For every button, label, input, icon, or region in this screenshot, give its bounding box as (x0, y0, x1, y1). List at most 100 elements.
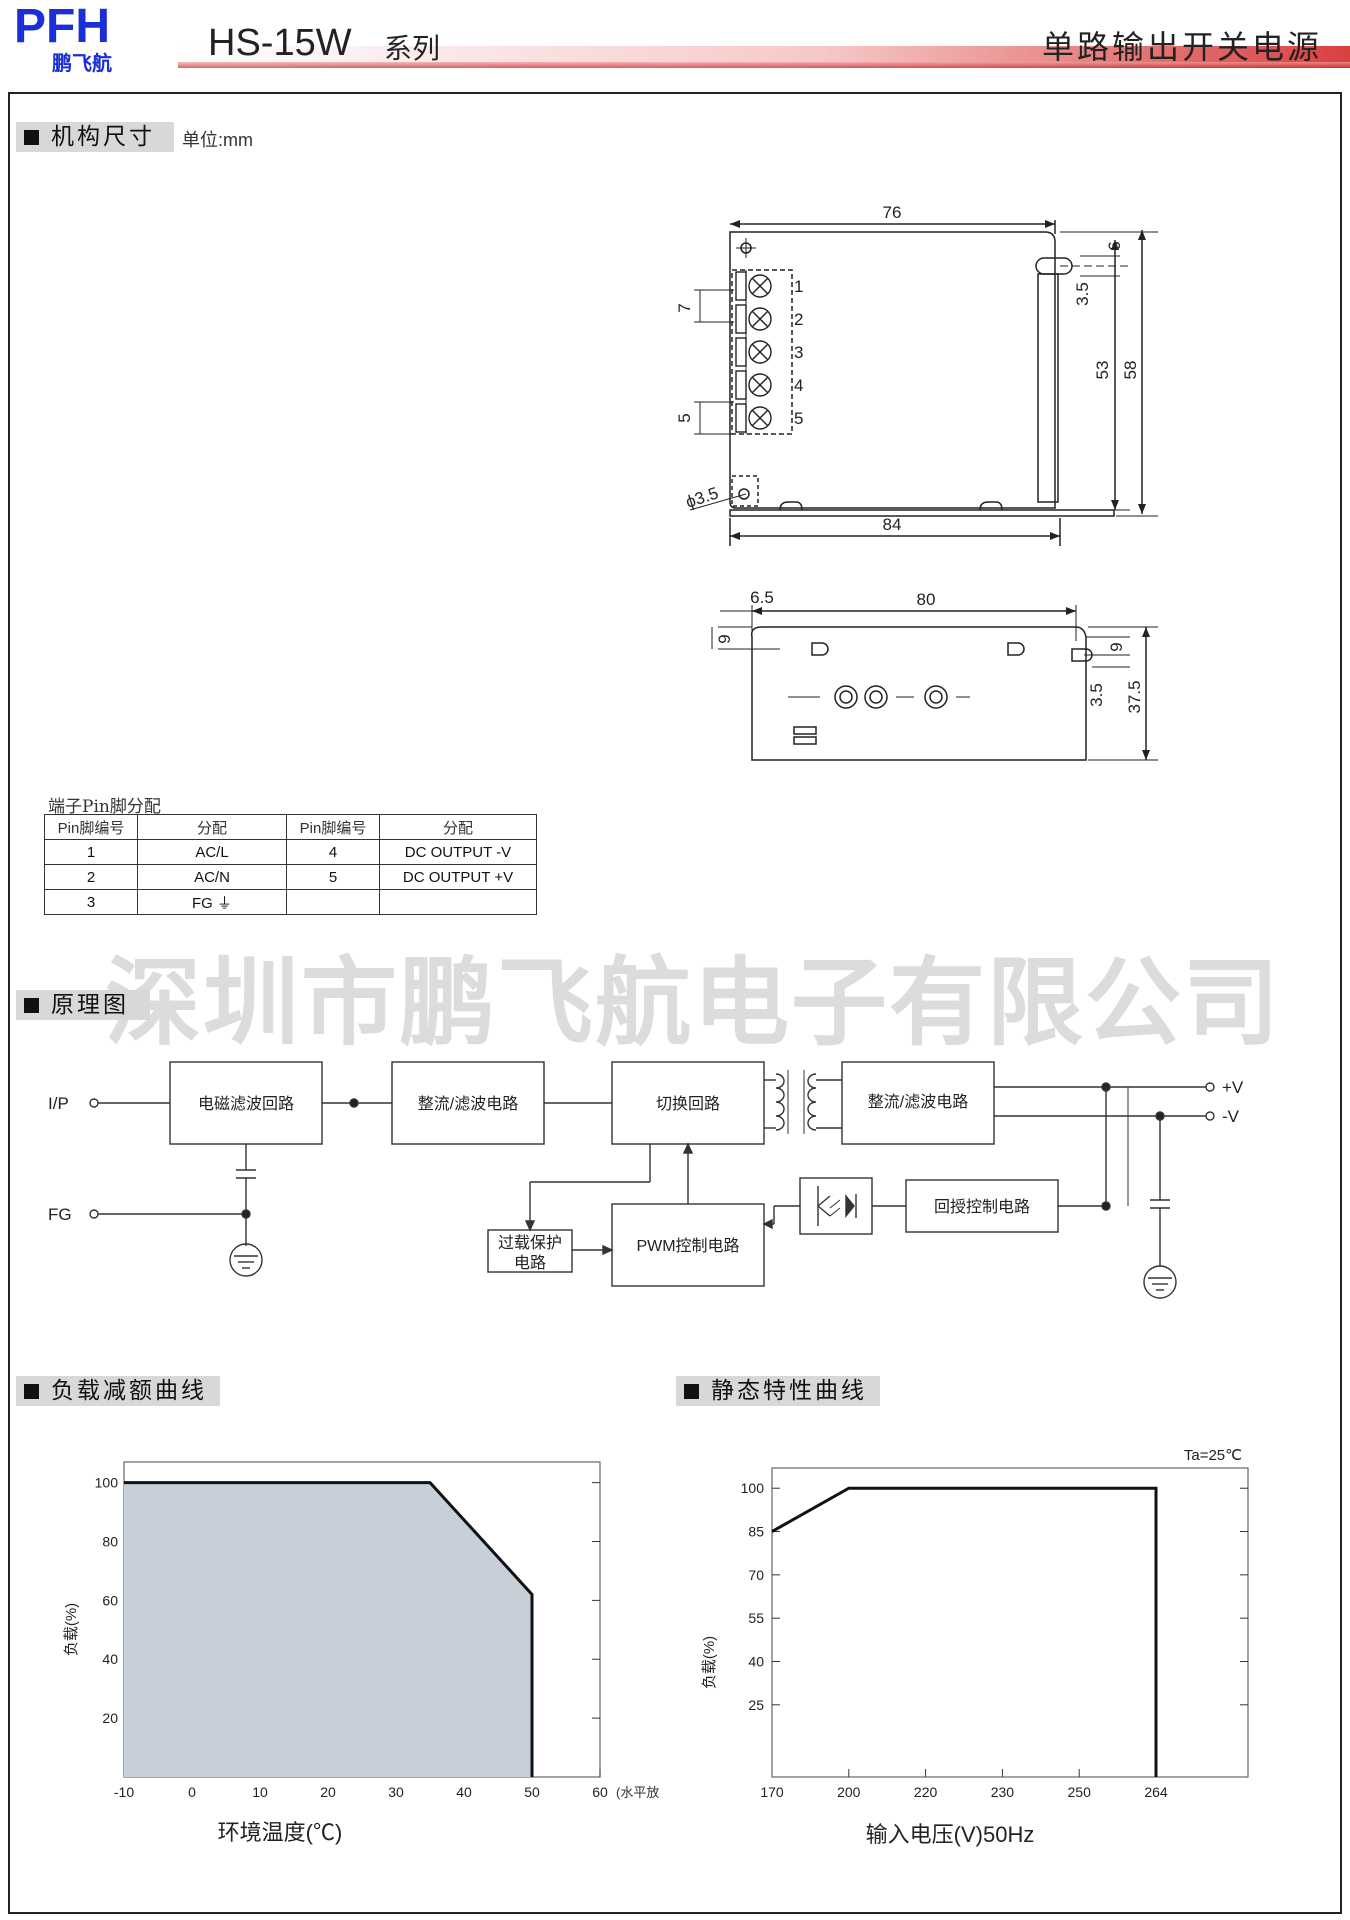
x-tick-label: 20 (320, 1784, 336, 1800)
table-cell: 3 (44, 889, 138, 915)
derating-line (124, 1481, 534, 1777)
pin-table-header: Pin脚编号 分配 Pin脚编号 分配 (44, 814, 537, 840)
fg-terminal-label: FG (48, 1205, 72, 1224)
x-tick-label: 220 (914, 1784, 938, 1800)
table-row: 2 AC/N 5 DC OUTPUT +V (44, 864, 537, 890)
top-view-drawing: 76 84 53 58 6 3.5 7 5 ϕ3.5 1 2 3 4 5 (675, 203, 1158, 546)
side-view-drawing: 6.5 80 9 9 3.5 37.5 (711, 588, 1158, 761)
company-watermark: 深圳市鹏飞航电子有限公司 (105, 946, 1281, 1059)
series-title: HS-15W (208, 22, 352, 64)
side-dim-80: 80 (917, 590, 936, 609)
pin-table-title: 端子Pin脚分配 (48, 797, 161, 817)
y-tick-label: 85 (748, 1524, 764, 1540)
ovp-label-line1: 过载保护 (498, 1234, 562, 1252)
optocoupler-block (799, 1177, 873, 1235)
y-axis-label: 负载(%) (701, 1636, 718, 1689)
y-tick-label: 40 (748, 1653, 764, 1669)
y-tick-label: 70 (748, 1567, 764, 1583)
block-diagram: I/P FG +V -V 电磁滤波回路 整流/滤波电路 切换回路 整流/滤波电路… (48, 1061, 1244, 1299)
static-line (771, 1486, 1158, 1777)
x-note: (水平放置) (616, 1785, 660, 1800)
switch-label: 切换回路 (656, 1095, 720, 1113)
pin-label-5: 5 (794, 409, 803, 428)
page-header: PFH 鹏飞航 HS-15W 系列 单路输出开关电源 (14, 0, 1350, 75)
table-cell: 5 (286, 864, 380, 890)
pin-label-4: 4 (794, 376, 803, 395)
x-tick-label: 200 (837, 1784, 861, 1800)
y-tick-label: 80 (102, 1533, 118, 1549)
y-tick-label: 20 (102, 1710, 118, 1726)
derating-chart: 20406080100-100102030405060(水平放置)负载(%)环境… (63, 1461, 660, 1845)
y-tick-label: 60 (102, 1592, 118, 1608)
table-cell: AC/N (137, 864, 287, 890)
y-tick-label: 100 (741, 1480, 765, 1496)
side-dim-37-5: 37.5 (1125, 680, 1144, 713)
pin-label-2: 2 (794, 310, 803, 329)
section-bullet-icon (24, 998, 39, 1013)
document-frame (8, 92, 1342, 1914)
side-dim-6-5: 6.5 (750, 588, 774, 607)
y-tick-label: 25 (748, 1697, 764, 1713)
x-tick-label: 170 (760, 1784, 784, 1800)
section-label-static: 静态特性曲线 (676, 1376, 880, 1406)
pin-label-1: 1 (794, 277, 803, 296)
unit-label: 单位:mm (182, 130, 253, 150)
side-dim-3-5: 3.5 (1087, 683, 1106, 707)
temperature-annotation: Ta=25℃ (1184, 1447, 1242, 1464)
x-tick-label: 10 (252, 1784, 268, 1800)
output-plus-label: +V (1222, 1078, 1244, 1097)
logo-text: PFH (14, 0, 110, 53)
section-label-dimensions: 机构尺寸 (16, 122, 174, 152)
dim-58: 58 (1121, 361, 1140, 380)
rectifier2-block (841, 1061, 995, 1145)
x-tick-label: 30 (388, 1784, 404, 1800)
table-cell: FG ⏚ (137, 889, 287, 915)
table-cell: DC OUTPUT +V (379, 864, 537, 890)
section-label-derating: 负载减额曲线 (16, 1376, 220, 1406)
section-bullet-icon (24, 1384, 39, 1399)
x-tick-label: 230 (991, 1784, 1015, 1800)
y-axis-label: 负载(%) (63, 1603, 80, 1656)
x-tick-label: -10 (114, 1784, 134, 1800)
feedback-label: 回授控制电路 (934, 1198, 1030, 1216)
pin-table-header-cell: 分配 (137, 814, 287, 840)
static-characteristic-chart: 25 40 55 70 85 100 170 200 220 230 250 264 Ta=25℃ 负载(… (701, 1447, 1249, 1847)
x-tick-label: 250 (1068, 1784, 1092, 1800)
table-cell (286, 889, 380, 915)
emi-filter-label: 电磁滤波回路 (198, 1095, 294, 1113)
y-tick-label: 40 (102, 1651, 118, 1667)
rectifier1-label: 整流/滤波电路 (418, 1095, 518, 1113)
x-axis-label: 输入电压(V)50Hz (866, 1822, 1035, 1847)
side-dim-9-left: 9 (715, 634, 734, 643)
pin-label-3: 3 (794, 343, 803, 362)
x-tick-label: 264 (1144, 1784, 1168, 1800)
side-dim-9-right: 9 (1107, 642, 1126, 651)
series-suffix: 系列 (384, 33, 440, 64)
table-cell (379, 889, 537, 915)
table-row: 3 FG ⏚ (44, 889, 537, 915)
pin-table-header-cell: Pin脚编号 (286, 814, 380, 840)
pin-table: Pin脚编号 分配 Pin脚编号 分配 1 AC/L 4 DC OUTPUT -… (44, 814, 537, 915)
x-tick-label: 0 (188, 1784, 196, 1800)
y-tick-label: 55 (748, 1610, 764, 1626)
dim-hole: ϕ3.5 (683, 483, 720, 511)
dim-pin-gap: 5 (675, 413, 694, 422)
table-cell: 1 (44, 839, 138, 865)
product-type: 单路输出开关电源 (1042, 29, 1322, 65)
rectifier2-label: 整流/滤波电路 (868, 1093, 968, 1111)
section-bullet-icon (684, 1384, 699, 1399)
pin-table-header-cell: Pin脚编号 (44, 814, 138, 840)
derating-area (124, 1482, 532, 1777)
plot-frame (771, 1467, 1249, 1778)
output-minus-label: -V (1222, 1107, 1240, 1126)
dim-84: 84 (883, 515, 902, 534)
dim-3-5: 3.5 (1073, 282, 1092, 306)
dim-pin-pitch: 7 (675, 303, 694, 312)
dim-53: 53 (1093, 361, 1112, 380)
section-bullet-icon (24, 130, 39, 145)
input-terminal-label: I/P (48, 1094, 69, 1113)
pwm-label: PWM控制电路 (636, 1237, 739, 1255)
table-row: 1 AC/L 4 DC OUTPUT -V (44, 839, 537, 865)
table-cell: 2 (44, 864, 138, 890)
pin-table-header-cell: 分配 (379, 814, 537, 840)
